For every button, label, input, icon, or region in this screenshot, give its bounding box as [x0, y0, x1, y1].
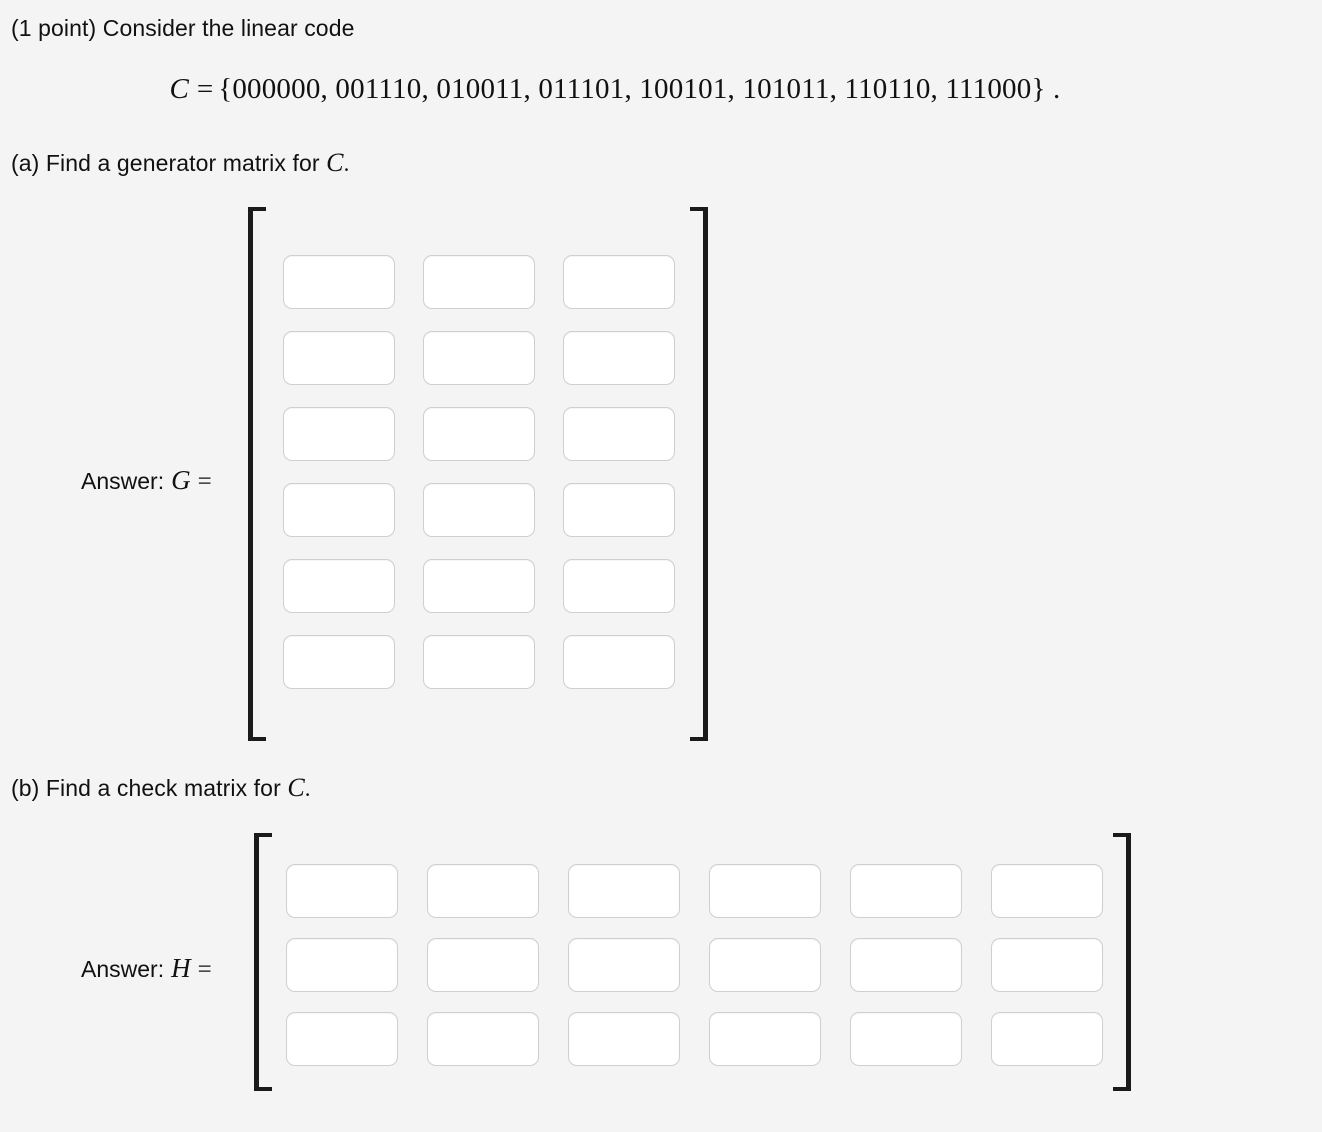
- matrix-g-cell-2-3[interactable]: [563, 331, 675, 385]
- matrix-g-cell-1-1[interactable]: [283, 255, 395, 309]
- matrix-h-cell-3-3[interactable]: [568, 1012, 680, 1066]
- answer-label-h: Answer: H =: [81, 954, 212, 984]
- part-b-prompt-text: (b) Find a check matrix for: [11, 775, 281, 801]
- check-matrix-variable: H: [171, 953, 191, 983]
- code-variable: C: [169, 73, 189, 105]
- part-b-prompt: (b) Find a check matrix for C.: [11, 774, 311, 803]
- part-a-period: .: [343, 151, 350, 176]
- check-matrix-h: [254, 833, 1131, 1091]
- matrix-g-cell-6-3[interactable]: [563, 635, 675, 689]
- matrix-h-cell-2-6[interactable]: [991, 938, 1103, 992]
- answer-label-g: Answer: G =: [81, 466, 212, 496]
- matrix-g-cell-6-2[interactable]: [423, 635, 535, 689]
- matrix-h-cell-1-5[interactable]: [850, 864, 962, 918]
- part-a-prompt: (a) Find a generator matrix for C.: [11, 149, 349, 178]
- matrix-g-cell-1-3[interactable]: [563, 255, 675, 309]
- matrix-g-cell-3-3[interactable]: [563, 407, 675, 461]
- matrix-g-cell-4-3[interactable]: [563, 483, 675, 537]
- matrix-g-left-bracket: [248, 207, 266, 741]
- matrix-g-right-bracket: [690, 207, 708, 741]
- matrix-h-cell-2-4[interactable]: [709, 938, 821, 992]
- code-set-equation: C={000000, 001110, 010011, 011101, 10010…: [0, 72, 1230, 106]
- matrix-g-cell-5-1[interactable]: [283, 559, 395, 613]
- matrix-h-cell-3-2[interactable]: [427, 1012, 539, 1066]
- matrix-g-cell-2-2[interactable]: [423, 331, 535, 385]
- part-a-code-variable: C: [326, 148, 344, 177]
- matrix-g-cell-4-1[interactable]: [283, 483, 395, 537]
- part-b-period: .: [304, 776, 311, 801]
- matrix-h-cell-3-1[interactable]: [286, 1012, 398, 1066]
- matrix-h-cell-2-5[interactable]: [850, 938, 962, 992]
- matrix-g-cell-5-2[interactable]: [423, 559, 535, 613]
- answer-g-equals-sign: =: [197, 468, 212, 495]
- matrix-h-cell-3-4[interactable]: [709, 1012, 821, 1066]
- problem-statement: (1 point) Consider the linear code: [11, 15, 355, 41]
- matrix-g-cell-6-1[interactable]: [283, 635, 395, 689]
- codeword-set: {000000, 001110, 010011, 011101, 100101,…: [218, 73, 1061, 105]
- matrix-h-cell-2-1[interactable]: [286, 938, 398, 992]
- matrix-h-cell-1-2[interactable]: [427, 864, 539, 918]
- matrix-h-cell-1-1[interactable]: [286, 864, 398, 918]
- matrix-h-cell-1-3[interactable]: [568, 864, 680, 918]
- matrix-h-cell-1-6[interactable]: [991, 864, 1103, 918]
- matrix-g-cell-3-1[interactable]: [283, 407, 395, 461]
- matrix-h-cell-2-2[interactable]: [427, 938, 539, 992]
- matrix-h-cell-2-3[interactable]: [568, 938, 680, 992]
- part-a-prompt-text: (a) Find a generator matrix for: [11, 150, 320, 176]
- answer-label-g-text: Answer:: [81, 468, 165, 494]
- matrix-g-cell-2-1[interactable]: [283, 331, 395, 385]
- generator-matrix-g: [248, 207, 708, 741]
- answer-h-equals-sign: =: [197, 956, 212, 983]
- matrix-h-cell-3-5[interactable]: [850, 1012, 962, 1066]
- matrix-h-right-bracket: [1113, 833, 1131, 1091]
- matrix-h-cell-3-6[interactable]: [991, 1012, 1103, 1066]
- matrix-g-cell-5-3[interactable]: [563, 559, 675, 613]
- answer-label-h-text: Answer:: [81, 956, 165, 982]
- part-b-code-variable: C: [287, 773, 305, 802]
- matrix-h-grid: [286, 864, 1103, 1066]
- matrix-g-cell-3-2[interactable]: [423, 407, 535, 461]
- matrix-g-cell-1-2[interactable]: [423, 255, 535, 309]
- equals-sign: =: [196, 73, 214, 105]
- matrix-g-grid: [283, 255, 675, 689]
- generator-matrix-variable: G: [171, 465, 191, 495]
- matrix-h-cell-1-4[interactable]: [709, 864, 821, 918]
- matrix-g-cell-4-2[interactable]: [423, 483, 535, 537]
- matrix-h-left-bracket: [254, 833, 272, 1091]
